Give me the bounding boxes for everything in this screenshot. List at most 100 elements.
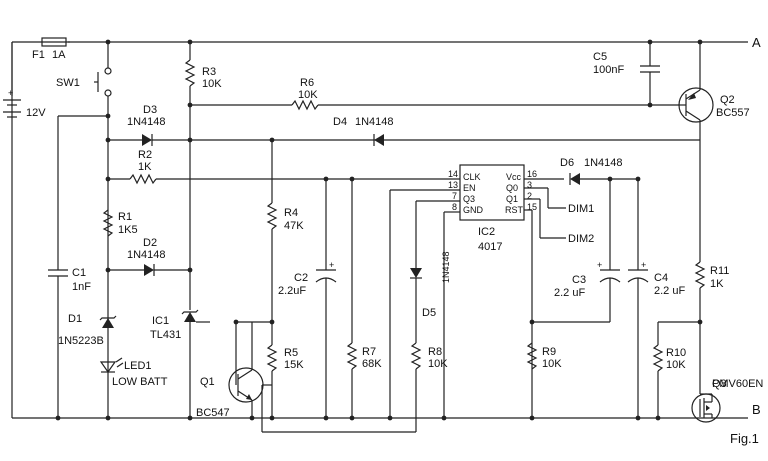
pin-13: 13 (448, 180, 458, 190)
resistor-r5: R5 15K (266, 344, 304, 418)
resistor-r4: R4 47K (266, 140, 304, 345)
capacitor-c2: + C2 2.2uF (278, 179, 337, 418)
q3-value: PMV60EN (712, 378, 763, 390)
resistor-r10: R10 10K (652, 322, 686, 418)
q1-value: BC547 (196, 407, 230, 419)
junction-dots (55, 39, 703, 421)
diode-d3: D3 1N4148 (108, 104, 700, 146)
r2-value: 1K (138, 161, 152, 173)
r5-value: 15K (284, 359, 304, 371)
resistor-r3: R3 10K (184, 42, 222, 105)
pin-7: 7 (452, 191, 457, 201)
counter-ic2: CLK EN Q3 GND Vcc Q0 Q1 RST 14 13 7 8 16… (448, 164, 537, 253)
diode-d6: D6 1N4148 (560, 157, 638, 185)
ic1-value: TL431 (150, 329, 181, 341)
d4-value: 1N4148 (355, 116, 394, 128)
pin-8: 8 (452, 202, 457, 212)
r1-value: 1K5 (118, 224, 138, 236)
dim2-label: DIM2 (568, 233, 594, 245)
resistor-r8: R8 10K (261, 342, 448, 433)
r8-value: 10K (428, 358, 448, 370)
ic1-label: IC1 (152, 315, 169, 327)
dim1-label: DIM1 (568, 203, 594, 215)
r3-value: 10K (202, 78, 222, 90)
switch-sw1: SW1 (56, 42, 112, 418)
c4-plus: + (641, 260, 646, 270)
resistor-r6: R6 10K (190, 77, 650, 111)
led1-value: LOW BATT (112, 376, 168, 388)
d3-label: D3 (143, 104, 157, 116)
led-led1: LED1 LOW BATT (99, 357, 168, 388)
q2-label: Q2 (720, 94, 735, 106)
ic2-pin-q3: Q3 (463, 194, 475, 204)
d5-label: D5 (422, 307, 436, 319)
resistor-r7: R7 68K (346, 179, 382, 418)
figure-label: Fig.1 (730, 431, 759, 446)
c2-label: C2 (294, 272, 308, 284)
ic2-pin-rst: RST (505, 205, 524, 215)
d4-label: D4 (333, 116, 347, 128)
ic2-right-wires: DIM1 DIM2 (524, 178, 594, 418)
r9-label: R9 (542, 346, 556, 358)
capacitor-c5: C5 100nF (593, 42, 680, 106)
ic2-pin-vcc: Vcc (506, 172, 522, 182)
r11-label: R11 (710, 265, 729, 277)
c3-plus: + (597, 260, 602, 270)
c2-plus: + (329, 260, 334, 270)
r10-label: R10 (666, 347, 686, 359)
c4-label: C4 (654, 272, 668, 284)
ic2-pin-gnd: GND (463, 205, 484, 215)
pin-2: 2 (527, 191, 532, 201)
c3-label: C3 (572, 274, 586, 286)
r7-label: R7 (362, 346, 376, 358)
r9-value: 10K (542, 358, 562, 370)
resistor-r9: R9 10K (526, 342, 562, 370)
capacitor-c4: + C4 2.2 uF (627, 179, 685, 418)
q2-value: BC557 (716, 107, 750, 119)
d6-value: 1N4148 (584, 157, 623, 169)
battery-plus: + (8, 88, 13, 98)
ic2-pin-q1: Q1 (506, 194, 518, 204)
r7-value: 68K (362, 358, 382, 370)
d1-value: 1N5223B (58, 335, 104, 347)
resistor-r1: R1 1K5 (102, 209, 138, 237)
c2-value: 2.2uF (278, 285, 306, 297)
q3-label: Q3 (712, 378, 727, 390)
pin-14: 14 (448, 169, 458, 179)
q1-label: Q1 (200, 376, 215, 388)
c5-value: 100nF (593, 64, 624, 76)
ic2-value: 4017 (478, 241, 502, 253)
transistor-q2: Q2 BC557 (678, 42, 750, 262)
d2-value: 1N4148 (127, 249, 166, 261)
ic2-pin-q0: Q0 (506, 183, 518, 193)
r11-value: 1K (710, 278, 724, 290)
d2-label: D2 (143, 237, 157, 249)
d5-value: 1N4148 (441, 251, 451, 283)
pin-16: 16 (527, 169, 537, 179)
battery-value: 12V (26, 107, 46, 119)
capacitor-c3: + C3 2.2 uF (532, 179, 621, 323)
led1-label: LED1 (124, 360, 152, 372)
c1-value: 1nF (72, 281, 91, 293)
diode-d5: 1N4148 D5 (410, 251, 451, 343)
ic2-pin-en: EN (463, 183, 476, 193)
zener-d1: D1 1N5223B (58, 313, 117, 347)
r4-label: R4 (284, 207, 298, 219)
d1-label: D1 (68, 313, 82, 325)
capacitor-c1: C1 1nF (48, 115, 108, 418)
battery-12v: + 12V (3, 42, 46, 119)
fuse-f1: F1 1A (32, 37, 70, 61)
r8-label: R8 (428, 346, 442, 358)
resistor-r11: R11 1K (658, 261, 729, 323)
d6-label: D6 (560, 157, 574, 169)
ic2-label: IC2 (478, 226, 495, 238)
c1-label: C1 (72, 267, 86, 279)
pin-15: 15 (527, 202, 537, 212)
r1-label: R1 (118, 211, 132, 223)
mosfet-q3: Q3 PMV60EN (691, 322, 763, 423)
r2-label: R2 (138, 149, 152, 161)
resistor-r2: R2 1K (108, 149, 460, 185)
diode-d4: D4 1N4148 (333, 116, 394, 146)
transistor-q1: Q1 BC547 (196, 321, 272, 419)
